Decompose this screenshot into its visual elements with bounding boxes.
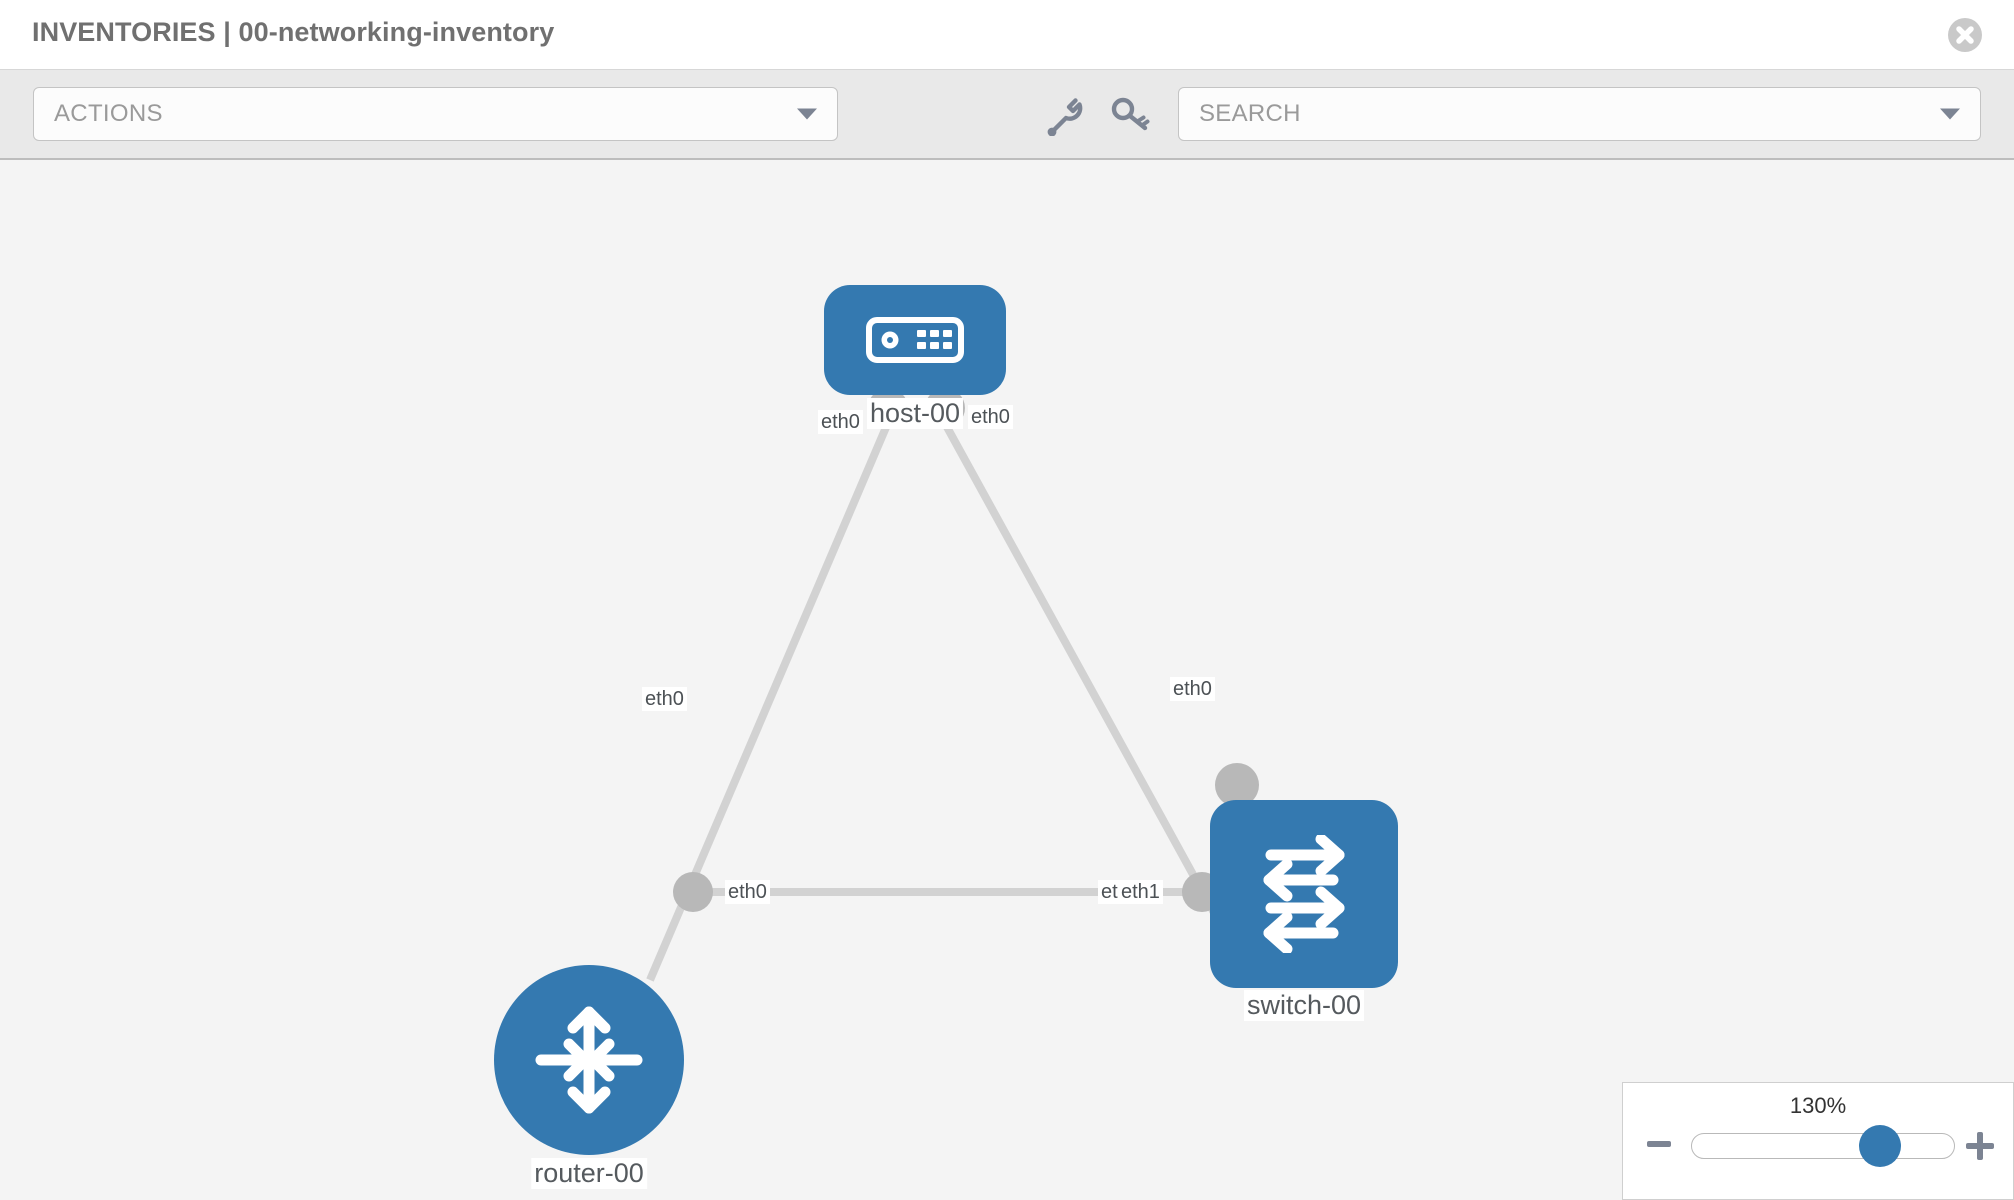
- wrench-button[interactable]: [1042, 94, 1086, 136]
- zoom-slider-thumb[interactable]: [1859, 1125, 1901, 1167]
- zoom-level-value: 130%: [1789, 1093, 1847, 1118]
- page-title: INVENTORIES | 00-networking-inventory: [32, 17, 555, 47]
- actions-dropdown-label: ACTIONS: [54, 100, 163, 127]
- node-switch-00[interactable]: switch-00: [1210, 800, 1398, 1021]
- node-label-host: host-00: [866, 398, 964, 429]
- close-button[interactable]: [1948, 18, 1982, 52]
- endpoint-router-right: [673, 872, 713, 912]
- actions-dropdown[interactable]: ACTIONS: [33, 87, 838, 141]
- key-icon: [1108, 94, 1152, 136]
- search-input[interactable]: SEARCH: [1199, 100, 1301, 127]
- node-host-00[interactable]: host-00: [824, 285, 1006, 429]
- plus-icon: [1965, 1131, 1995, 1161]
- chevron-down-icon: [797, 108, 817, 120]
- node-label-router: router-00: [531, 1158, 647, 1189]
- endpoint-switch-top: [1215, 763, 1259, 807]
- minus-icon: [1646, 1131, 1672, 1157]
- host-node-shape: [824, 285, 1006, 395]
- topology-canvas[interactable]: host-00: [0, 160, 2014, 1200]
- edge-label-switch-top: eth0: [1170, 677, 1215, 701]
- edge-label-router-top: eth0: [642, 687, 687, 711]
- zoom-control-panel: 130%: [1622, 1082, 2014, 1200]
- node-label-switch: switch-00: [1243, 990, 1365, 1021]
- zoom-out-button[interactable]: [1646, 1131, 1672, 1157]
- search-dropdown[interactable]: SEARCH: [1178, 87, 1981, 141]
- node-router-00[interactable]: router-00: [494, 965, 684, 1189]
- edge-host-switch: [938, 416, 1244, 962]
- edge-label-host-left: eth0: [818, 410, 863, 434]
- edge-label-router-right: eth0: [725, 880, 770, 904]
- page-header: INVENTORIES | 00-networking-inventory: [0, 0, 2014, 70]
- toolbar: ACTIONS SEA: [0, 70, 2014, 160]
- chevron-down-icon: [1940, 108, 1960, 120]
- switch-node-shape: [1210, 800, 1398, 988]
- wrench-icon: [1042, 94, 1086, 136]
- edge-label-host-right: eth0: [968, 405, 1013, 429]
- close-icon: [1948, 18, 1982, 52]
- edge-label-switch-left-b: eth1: [1118, 880, 1163, 904]
- zoom-in-button[interactable]: [1965, 1131, 1995, 1161]
- topology-edges: [646, 388, 1259, 982]
- router-node-shape: [494, 965, 684, 1155]
- key-button[interactable]: [1108, 94, 1152, 136]
- zoom-slider-track[interactable]: [1691, 1125, 1955, 1167]
